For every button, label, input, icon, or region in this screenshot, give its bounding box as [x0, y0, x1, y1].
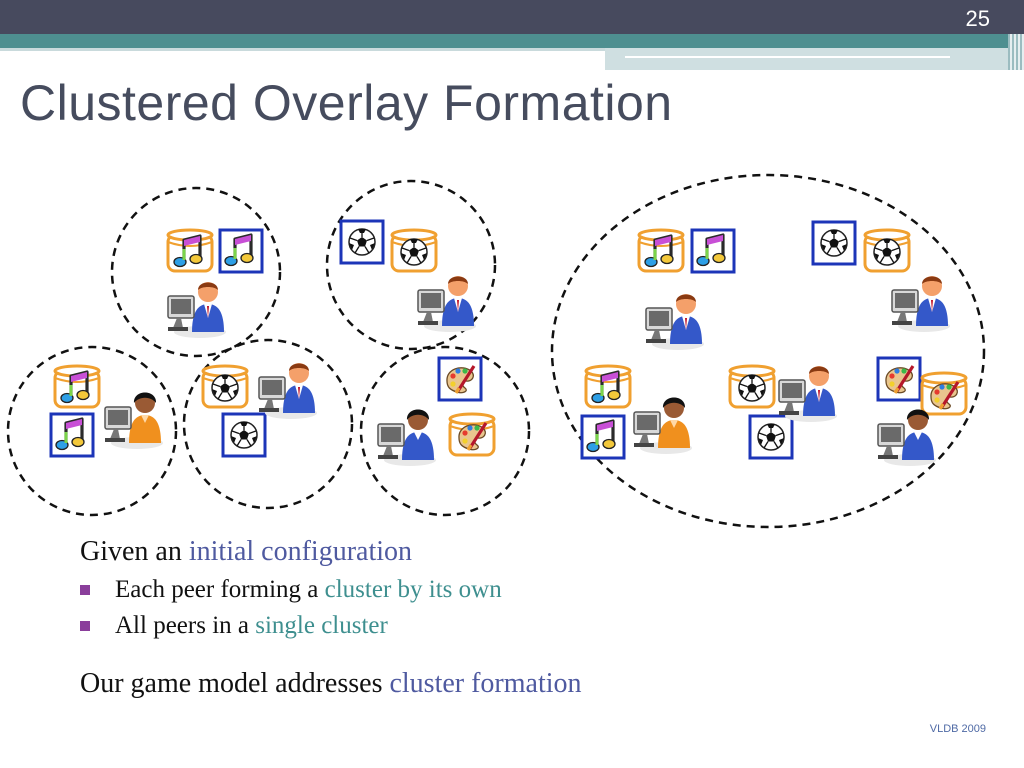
peer-computer-icon — [258, 362, 318, 420]
intro-highlight: initial configuration — [188, 536, 413, 567]
conclusion-prefix: Our game model addresses — [80, 668, 390, 699]
header-stripe-light — [0, 48, 1024, 51]
conclusion-line: Our game model addresses cluster formati… — [80, 668, 582, 700]
peer-computer-icon — [167, 281, 227, 339]
slide-number: 25 — [965, 6, 990, 31]
peer-computer-icon — [104, 391, 164, 450]
bullet-marker — [80, 621, 90, 631]
bullet-marker — [80, 585, 90, 595]
bullet-prefix: Each peer forming a — [115, 576, 325, 603]
soccer-ball-icon — [738, 374, 766, 402]
peer-art — [377, 356, 496, 467]
intro-prefix: Given an — [80, 536, 189, 567]
peer-computer-icon — [377, 408, 437, 467]
soccer-ball-icon — [757, 423, 785, 451]
peer-computer-icon — [633, 396, 693, 455]
peer-computer-icon — [645, 293, 705, 351]
conclusion-highlight: cluster formation — [389, 668, 582, 699]
cluster-circle-music-b — [6, 345, 178, 517]
soccer-ball-icon — [873, 238, 901, 266]
soccer-ball-icon — [348, 228, 376, 256]
soccer-ball-icon — [211, 374, 239, 402]
header-decoration-line — [625, 56, 950, 58]
slide-title: Clustered Overlay Formation — [20, 75, 673, 131]
peer-music-b — [49, 364, 164, 458]
bullet-list: Each peer forming a cluster by its own A… — [80, 576, 582, 644]
single-cluster-peers — [580, 220, 968, 467]
cluster-circle-soccer-b — [182, 338, 354, 510]
bullet-item: Each peer forming a cluster by its own — [80, 576, 582, 608]
soccer-ball-icon — [820, 229, 848, 257]
cluster-circle-soccer-a — [325, 179, 497, 351]
peer-music-a — [166, 228, 264, 339]
bullet-highlight: cluster by its own — [324, 576, 502, 603]
header-stripe — [0, 34, 1024, 48]
bullet-prefix: All peers in a — [115, 612, 256, 639]
bullet-item: All peers in a single cluster — [80, 612, 582, 644]
cluster-diagram — [6, 173, 986, 529]
peer-computer-icon — [778, 365, 838, 423]
bullet-highlight: single cluster — [255, 612, 388, 639]
header-decoration-lines — [1008, 34, 1024, 70]
cluster-circle-music-a — [110, 186, 282, 358]
cluster-circle-single — [550, 173, 986, 529]
slide-body: Given an initial configuration Each peer… — [80, 536, 582, 700]
soccer-ball-icon — [230, 421, 258, 449]
cluster-circle-art — [359, 345, 531, 517]
title-bar — [0, 0, 1024, 34]
footer-label: VLDB 2009 — [929, 723, 986, 735]
peer-soccer-b — [201, 362, 318, 458]
intro-line: Given an initial configuration — [80, 536, 582, 568]
soccer-ball-icon — [400, 238, 428, 266]
peer-computer-icon — [877, 408, 937, 467]
peer-computer-icon — [891, 275, 951, 333]
peer-soccer-a — [339, 219, 477, 333]
peer-computer-icon — [417, 275, 477, 333]
header-decoration — [605, 48, 1010, 70]
